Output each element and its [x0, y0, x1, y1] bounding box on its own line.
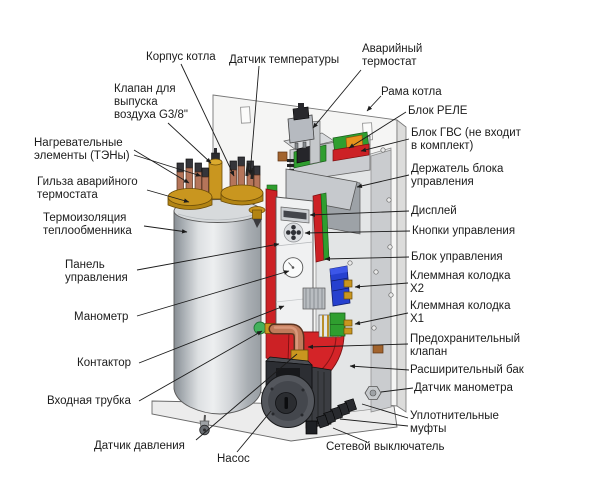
callout-label-klemmnaya-x1: Клеммная колодка Х1: [410, 300, 511, 325]
callout-label-displey: Дисплей: [411, 205, 457, 217]
callout-label-klemmnaya-x2: Клеммная колодка Х2: [410, 270, 511, 295]
callout-label-derzhatel-bloka: Держатель блока управления: [411, 163, 504, 188]
callout-label-vhodnaya-trubka: Входная трубка: [47, 395, 131, 407]
pump: [261, 356, 332, 429]
callout-label-nagrevatelnye-elementy: Нагревательные элементы (ТЭНы): [34, 137, 130, 162]
callout-label-korpus-kotla: Корпус котла: [146, 51, 216, 63]
control-panel: [275, 196, 314, 339]
callout-label-predohranitelny-klapan: Предохранительный клапан: [410, 333, 520, 358]
boiler-body-red-panels: [265, 184, 330, 339]
callout-label-avariyny-termostat: Аварийный термостат: [362, 43, 423, 68]
callout-label-blok-gvs: Блок ГВС (не входит в комплект): [411, 127, 521, 152]
power-switch: [305, 420, 318, 435]
callout-label-panel-upravleniya: Панель управления: [65, 259, 128, 284]
callout-label-rasshiritelny-bak: Расширительный бак: [410, 364, 524, 376]
callout-label-datchik-temperatury: Датчик температуры: [229, 54, 340, 66]
callout-label-rama-kotla: Рама котла: [381, 86, 442, 98]
pressure-gauge: [282, 257, 304, 278]
callout-label-datchik-manometra: Датчик манометра: [414, 382, 513, 394]
callout-label-datchik-davleniya: Датчик давления: [94, 440, 185, 452]
emergency-thermostat: [287, 103, 321, 165]
caster-wheel: [199, 414, 210, 436]
callout-label-uplotnitelnye-mufty: Уплотнительные муфты: [410, 410, 499, 435]
display: [283, 210, 307, 220]
callout-label-blok-upravleniya: Блок управления: [411, 251, 503, 263]
air-vent-valve: [208, 148, 223, 200]
callout-label-nasos: Насос: [217, 453, 250, 465]
heating-elements-right: [220, 156, 266, 228]
callout-label-knopki-upravleniya: Кнопки управления: [412, 225, 516, 237]
callout-label-kontaktor: Контактор: [77, 357, 132, 369]
callout-label-klapan-vypuska: Клапан для выпуска воздуха G3/8": [114, 83, 188, 121]
heat-exchanger-tank: [173, 199, 262, 415]
control-buttons: [283, 222, 304, 243]
callout-label-blok-rele: Блок РЕЛЕ: [408, 105, 468, 117]
callout-label-manometr: Манометр: [74, 311, 129, 323]
callout-label-termoizolyatsiya: Термоизоляция теплообменника: [43, 212, 132, 237]
terminal-block-x2: [302, 265, 353, 310]
terminal-block-x1: [318, 312, 353, 338]
callout-lines: [133, 63, 414, 453]
sealing-sleeves: [305, 398, 357, 435]
manometer-sensor-nut: [364, 386, 382, 400]
heating-elements-left: [167, 158, 213, 210]
callout-label-gilza-termostata: Гильза аварийного термостата: [37, 176, 138, 201]
callout-label-setevoy-vyklyuchatel: Сетевой выключатель: [326, 441, 445, 453]
